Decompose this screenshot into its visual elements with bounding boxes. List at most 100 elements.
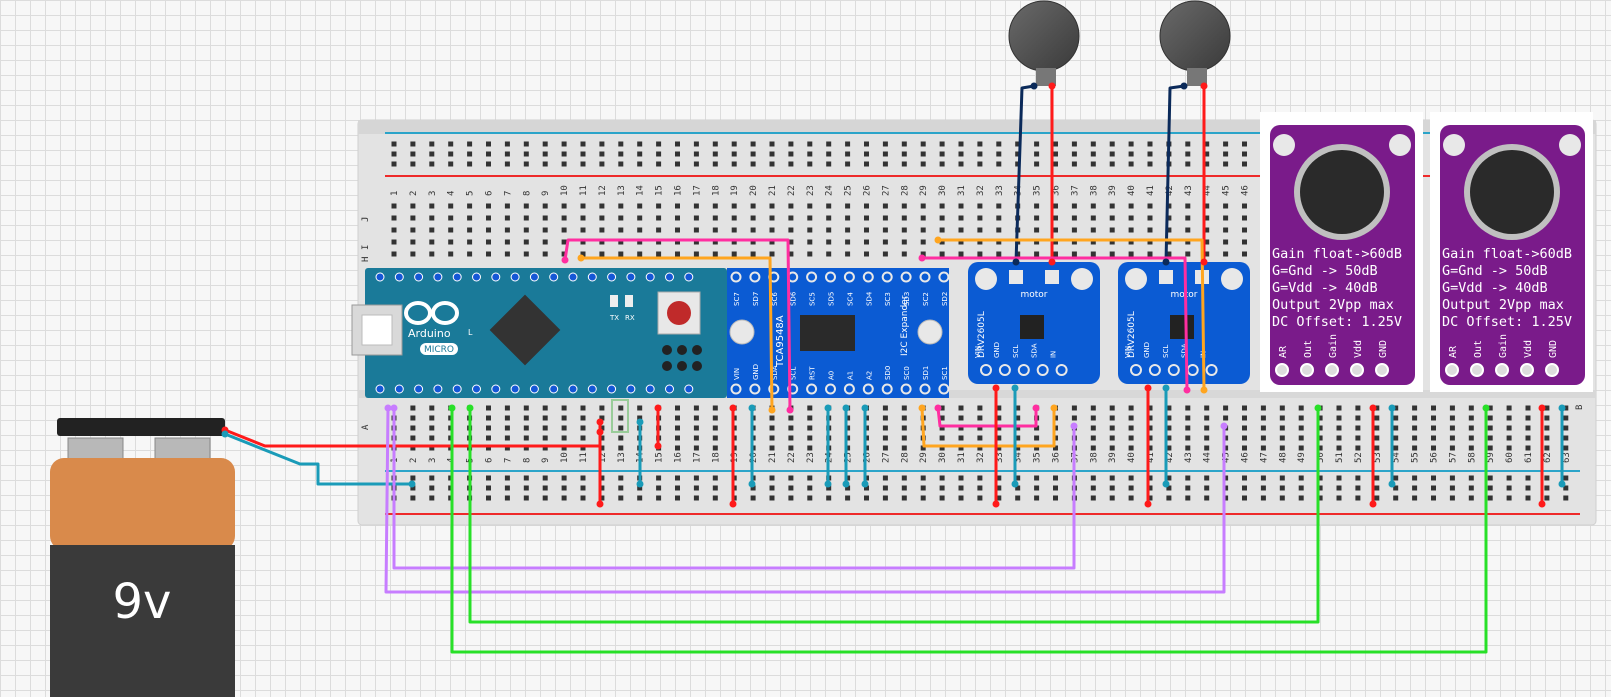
drv-pin-label: SDA — [1031, 343, 1039, 358]
column-number: 15 — [655, 185, 665, 196]
column-number: 57 — [1448, 452, 1458, 463]
column-number: 20 — [749, 452, 759, 463]
column-number: 25 — [844, 452, 854, 463]
column-number: 39 — [1108, 452, 1118, 463]
column-number: 46 — [1241, 185, 1251, 196]
column-number: 28 — [900, 452, 910, 463]
mic-spec-line: G=Gnd -> 50dB — [1272, 263, 1378, 279]
column-number: 41 — [1146, 452, 1156, 463]
column-number: 6 — [485, 458, 495, 463]
battery-9v[interactable]: 9v — [50, 418, 235, 697]
row-letter-b-right: B — [1575, 405, 1585, 410]
arduino-micro[interactable]: Arduino MICRO L TX RX — [351, 268, 727, 398]
row-letter-i: I — [361, 245, 371, 250]
drv-pin-label: SDA — [1181, 343, 1189, 358]
column-number: 52 — [1354, 452, 1364, 463]
mic-pin-label: Out — [1303, 340, 1314, 358]
column-number: 55 — [1411, 452, 1421, 463]
column-number: 22 — [787, 452, 797, 463]
tca-pin-label: SD7 — [752, 292, 760, 306]
orange-wire-lower — [920, 407, 1056, 448]
tca-pin-label: SC1 — [941, 366, 949, 380]
column-number: 7 — [503, 458, 513, 463]
row-letter-h: H — [361, 257, 371, 262]
column-number: 8 — [522, 191, 532, 196]
tca-pin-label: SC6 — [771, 292, 779, 306]
column-number: 6 — [485, 191, 495, 196]
column-number: 21 — [768, 185, 778, 196]
column-number: 22 — [787, 185, 797, 196]
column-number: 62 — [1543, 452, 1553, 463]
tca-pin-label: VIN — [733, 368, 741, 380]
column-number: 18 — [711, 452, 721, 463]
column-number: 49 — [1297, 452, 1307, 463]
column-number: 47 — [1259, 452, 1269, 463]
column-number: 2 — [409, 191, 419, 196]
column-number: 30 — [938, 185, 948, 196]
tca-pin-label: SD6 — [790, 291, 798, 306]
column-number: 13 — [617, 452, 627, 463]
column-number: 7 — [503, 191, 513, 196]
tca-pin-label: SD4 — [865, 291, 873, 306]
tca-pin-label: GND — [752, 364, 760, 380]
mic-spec-line: G=Vdd -> 40dB — [1272, 280, 1378, 296]
mic-spec-line: G=Vdd -> 40dB — [1442, 280, 1548, 296]
tca-pin-label: A0 — [828, 371, 836, 380]
mic-pin-label: Vdd — [1353, 340, 1364, 358]
column-number: 39 — [1108, 185, 1118, 196]
column-number: 29 — [919, 452, 929, 463]
arduino-header-pins — [375, 272, 694, 394]
column-number: 10 — [560, 452, 570, 463]
column-number: 43 — [1184, 185, 1194, 196]
column-number: 24 — [825, 452, 835, 463]
column-number: 36 — [1052, 452, 1062, 463]
drv-pin-label: SCL — [1012, 345, 1020, 358]
tca-chip-label: TCA9548A — [775, 315, 786, 368]
column-number: 50 — [1316, 452, 1326, 463]
column-number: 4 — [447, 191, 457, 196]
column-number: 38 — [1089, 185, 1099, 196]
mic-spec-line: Output 2Vpp max — [1442, 297, 1564, 313]
column-number: 3 — [428, 191, 438, 196]
column-number: 40 — [1127, 185, 1137, 196]
column-number: 40 — [1127, 452, 1137, 463]
column-number: 20 — [749, 185, 759, 196]
orange-wire-drv — [938, 238, 1206, 391]
motor1-navy-wire — [1014, 84, 1035, 263]
led-component[interactable] — [611, 399, 629, 433]
mic-spec-line: Gain float->60dB — [1442, 246, 1572, 262]
column-number: 54 — [1392, 452, 1402, 463]
drv-name: DRV2605L — [1127, 311, 1137, 358]
drv-pin-label: IN — [1050, 351, 1058, 358]
tca-title: I2C Expander — [900, 295, 910, 356]
column-number: 37 — [1070, 185, 1080, 196]
motor-label: motor — [1020, 290, 1047, 300]
column-number: 15 — [655, 452, 665, 463]
motor2-navy-wire — [1164, 84, 1185, 263]
vibration-motor-2[interactable] — [1159, 0, 1231, 86]
column-number: 56 — [1430, 452, 1440, 463]
column-number: 11 — [579, 452, 589, 463]
mic-spec-line: Gain float->60dB — [1272, 246, 1402, 262]
column-number: 35 — [1033, 185, 1043, 196]
wires — [224, 84, 1564, 654]
pink-wire-sda — [563, 238, 792, 411]
violet-wire-1 — [392, 408, 1076, 570]
row-letter-j: J — [361, 217, 371, 222]
column-number: 59 — [1486, 452, 1496, 463]
column-number: 34 — [1014, 452, 1024, 463]
column-number: 16 — [674, 452, 684, 463]
column-number: 12 — [598, 452, 608, 463]
vibration-motor-1[interactable] — [1008, 0, 1080, 86]
column-number: 38 — [1089, 452, 1099, 463]
green-wire-2 — [450, 408, 1488, 654]
